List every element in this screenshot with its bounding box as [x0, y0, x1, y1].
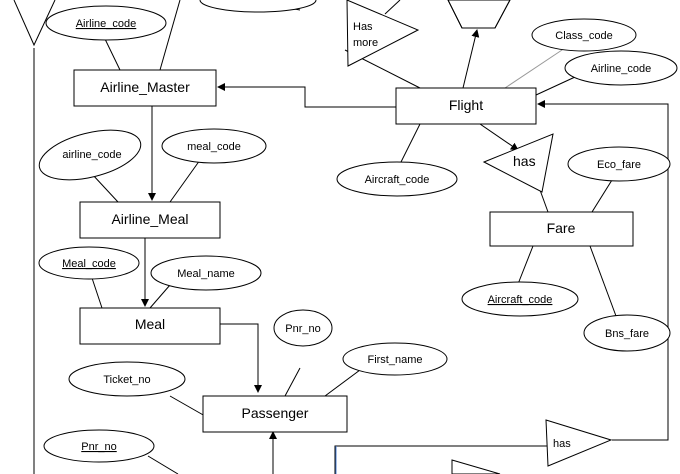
line-pnrno-bottom [147, 455, 179, 474]
attribute-airline-code-meal[interactable]: airline_code [34, 121, 146, 189]
entity-airline-meal[interactable]: Airline_Meal [79, 201, 221, 239]
line-top-right [384, 0, 401, 15]
has-more-label-line2: more [353, 37, 378, 49]
attribute-pnr-no-passenger[interactable]: Pnr_no [273, 309, 333, 347]
meal-code-am-label: meal_code [187, 141, 241, 153]
pnr-no-bottom-label: Pnr_no [81, 441, 116, 453]
attribute-bns-fare[interactable]: Bns_fare [583, 314, 671, 352]
airline-code-top-label: Airline_code [76, 18, 137, 30]
relationship-top-small[interactable] [447, 0, 511, 29]
eco-fare-label: Eco_fare [597, 159, 641, 171]
attribute-first-name[interactable]: First_name [342, 342, 448, 376]
entity-meal[interactable]: Meal [79, 307, 221, 345]
entity-flight[interactable]: Flight [395, 87, 537, 125]
arrow-flight-to-master [217, 83, 396, 108]
has-flight-fare-label: has [513, 153, 536, 169]
attribute-meal-code-key[interactable]: Meal_code [38, 246, 140, 280]
arrow-meal-to-passenger [220, 323, 262, 393]
arrow-flight-to-has [479, 123, 519, 151]
has-more-label-line1: Has [353, 21, 373, 33]
line-to-has-bottom [334, 445, 548, 474]
relationship-has-more[interactable]: Has more [346, 0, 420, 67]
partial-triangle-top-left [13, 0, 56, 47]
line-aircraftcode-fare [517, 245, 534, 285]
bns-fare-label: Bns_fare [605, 328, 649, 340]
attribute-airline-code-flight[interactable]: Airline_code [564, 50, 678, 86]
line-mealname-meal [149, 284, 171, 309]
relationship-bottom-partial [451, 459, 501, 474]
arrow-flight-to-top [462, 29, 480, 89]
relationship-has-flight-fare[interactable]: has [482, 133, 554, 193]
class-code-label: Class_code [555, 30, 612, 42]
line-ticketno-passenger [169, 395, 206, 417]
attribute-meal-name[interactable]: Meal_name [150, 255, 262, 291]
entity-fare[interactable]: Fare [489, 211, 634, 247]
pnr-no-passenger-label: Pnr_no [285, 323, 320, 335]
aircraft-code-flight-label: Aircraft_code [365, 174, 430, 186]
fare-label: Fare [547, 220, 576, 236]
meal-code-key-label: Meal_code [62, 258, 116, 270]
line-firstname-passenger [324, 369, 361, 397]
meal-name-label: Meal_name [177, 268, 234, 280]
connector-lines [13, 0, 669, 474]
line-has-fare [539, 189, 549, 213]
first-name-label: First_name [367, 354, 422, 366]
top-small-triangle-edge [447, 0, 511, 29]
entity-airline-master[interactable]: Airline_Master [73, 69, 217, 107]
ticket-no-label: Ticket_no [103, 374, 150, 386]
attribute-class-code[interactable]: Class_code [531, 18, 637, 52]
attribute-meal-code-am[interactable]: meal_code [161, 128, 267, 164]
attributes: Airline_code Class_code Airline_code air… [34, 0, 678, 463]
attribute-top-partial [199, 0, 317, 13]
airline-meal-label: Airline_Meal [111, 211, 188, 227]
meal-label: Meal [135, 316, 165, 332]
line-mealcode-airlinemeal [169, 159, 201, 203]
passenger-label: Passenger [242, 405, 309, 421]
relationships: Has more has has [346, 0, 613, 474]
entity-passenger[interactable]: Passenger [202, 395, 348, 433]
airline-code-flight-label: Airline_code [591, 63, 652, 75]
entities: Airline_Master Flight Airline_Meal Fare … [73, 69, 634, 433]
relationship-has-bottom[interactable]: has [545, 419, 613, 467]
line-airlinecode-master [104, 38, 121, 71]
attribute-airline-code-top[interactable]: Airline_code [45, 5, 167, 41]
line-top-master [159, 0, 181, 71]
attribute-pnr-no-bottom[interactable]: Pnr_no [43, 429, 155, 463]
attribute-eco-fare[interactable]: Eco_fare [567, 146, 671, 182]
attribute-aircraft-code-flight[interactable]: Aircraft_code [336, 161, 458, 197]
line-pnrno-passenger [284, 367, 301, 397]
line-bnsfare-fare [589, 245, 617, 317]
aircraft-code-fare-label: Aircraft_code [488, 294, 553, 306]
has-bottom-label: has [553, 438, 571, 450]
line-classcode-flight [504, 47, 566, 89]
line-ecofare-fare [591, 179, 613, 213]
line-aircraftcode-flight [399, 123, 421, 165]
line-airlinecode-airlinemeal [91, 173, 119, 203]
arrow-has-to-flight [537, 100, 669, 441]
line-airlinecode-flight [535, 76, 576, 96]
attribute-aircraft-code-fare[interactable]: Aircraft_code [461, 281, 579, 317]
attribute-ticket-no[interactable]: Ticket_no [68, 361, 186, 397]
airline-code-meal-label: airline_code [62, 149, 121, 161]
airline-master-label: Airline_Master [100, 79, 190, 95]
flight-label: Flight [449, 97, 483, 113]
line-mealcode-meal [91, 277, 103, 309]
